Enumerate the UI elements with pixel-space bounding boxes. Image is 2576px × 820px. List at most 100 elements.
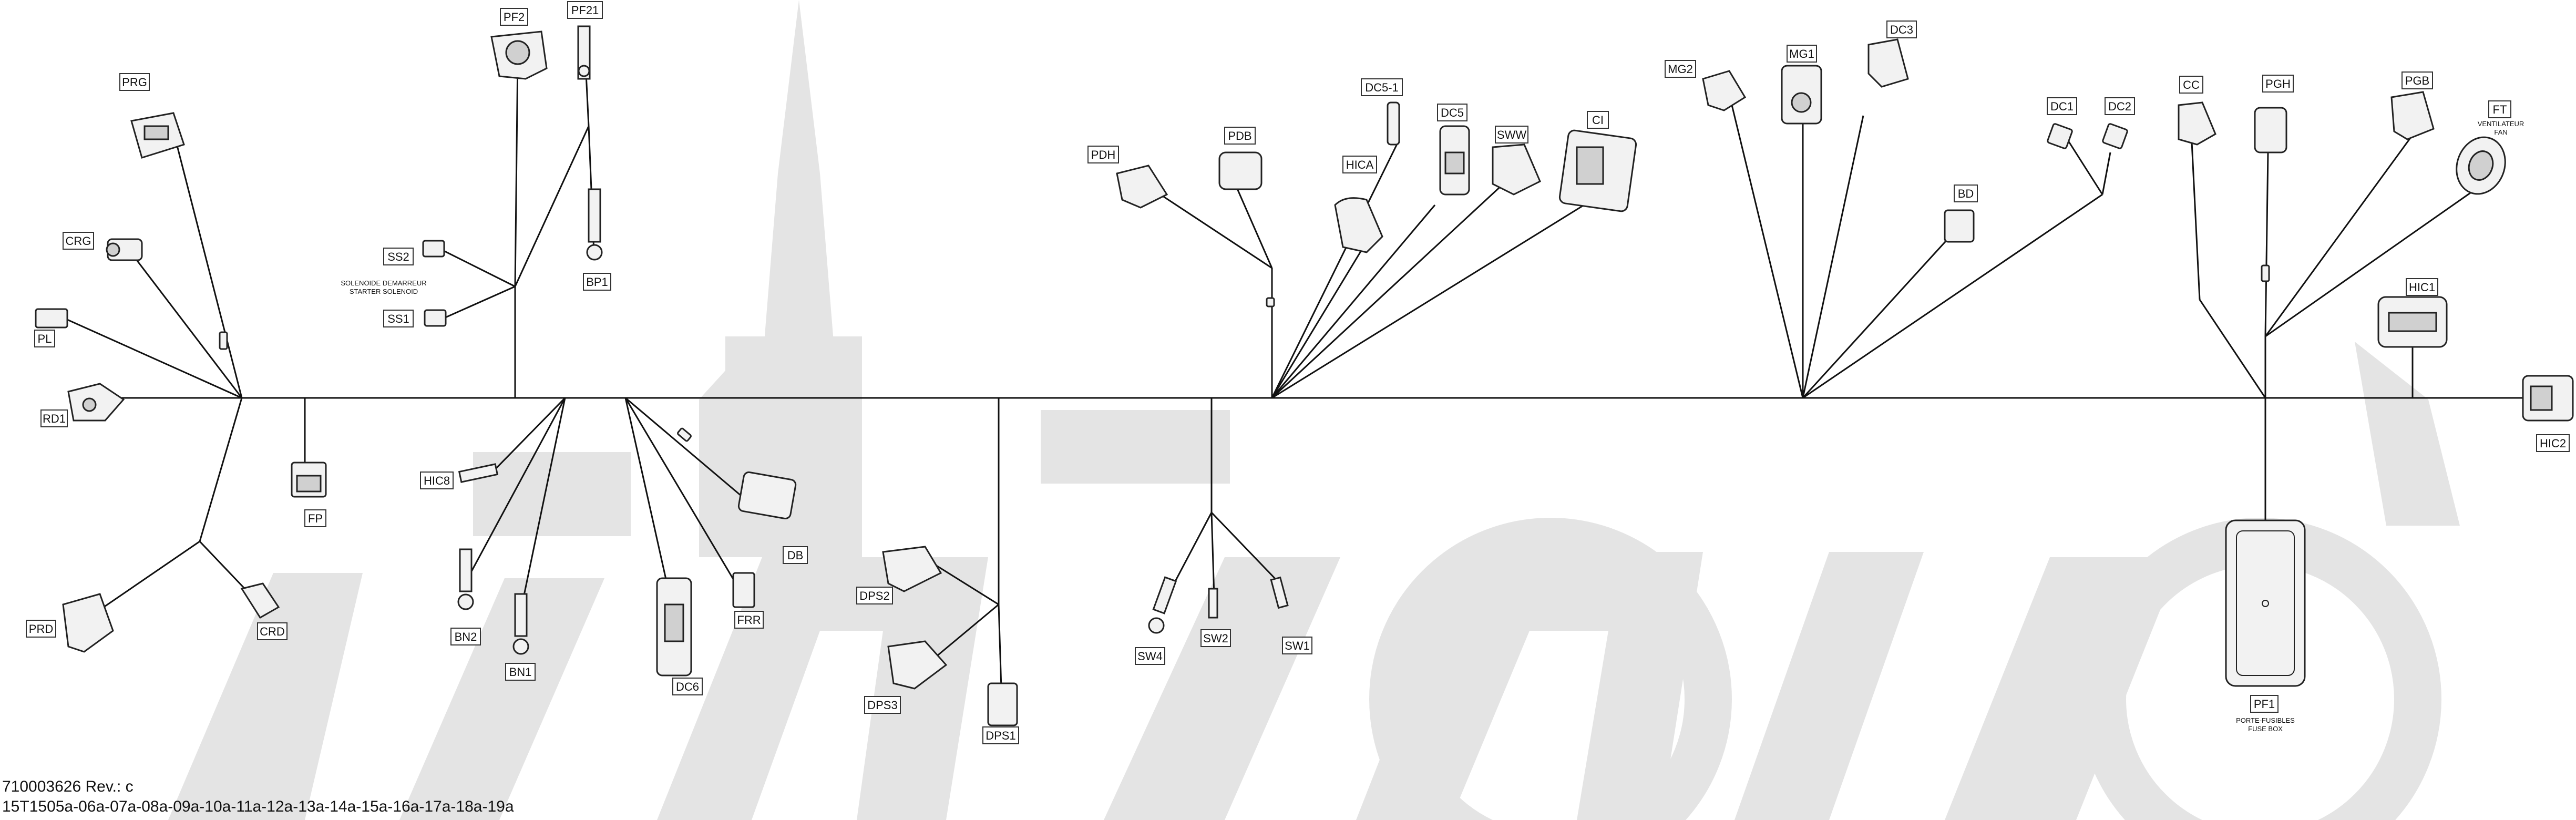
connector-ss2[interactable] — [422, 240, 445, 258]
connector-pl[interactable] — [35, 308, 68, 329]
connector-dps2[interactable] — [882, 546, 942, 592]
note-fuse-box-en: FUSE BOX — [2248, 725, 2283, 733]
splice-marker — [2261, 264, 2270, 282]
connector-ft[interactable] — [2449, 130, 2513, 201]
label-prd: PRD — [26, 620, 56, 638]
connector-bn1[interactable] — [512, 593, 529, 655]
connector-crg[interactable] — [106, 238, 143, 261]
connector-ss1[interactable] — [424, 309, 447, 327]
connector-pdh[interactable] — [1116, 165, 1168, 209]
connector-bd[interactable] — [1944, 209, 1975, 243]
connector-pgb[interactable] — [2390, 91, 2435, 140]
connector-pf21[interactable] — [577, 25, 591, 80]
svg-text:DC5: DC5 — [1441, 106, 1464, 119]
label-bd: BD — [1954, 184, 1978, 202]
connector-sw2[interactable] — [1208, 588, 1218, 619]
connector-hic8[interactable] — [458, 463, 499, 483]
watermark-logo — [168, 0, 2460, 820]
part-number: 710003626 Rev.: c — [2, 778, 134, 795]
connector-sw4[interactable] — [1148, 576, 1177, 634]
label-pdh: PDH — [1087, 146, 1119, 163]
connector-dc2[interactable] — [2102, 123, 2128, 149]
harness-wires — [57, 42, 2523, 689]
label-frr: FRR — [734, 611, 764, 629]
connector-dc3[interactable] — [1867, 38, 1909, 88]
connector-mg1[interactable] — [1781, 65, 1822, 125]
svg-text:PF2: PF2 — [504, 11, 525, 24]
connector-frr[interactable] — [732, 572, 755, 608]
svg-text:RD1: RD1 — [43, 412, 66, 425]
connector-pdb[interactable] — [1218, 151, 1263, 190]
connector-prd[interactable] — [62, 593, 114, 653]
connector-pf1-fuse-box[interactable] — [2225, 519, 2306, 687]
label-dc2: DC2 — [2105, 97, 2135, 115]
svg-text:PRD: PRD — [29, 622, 53, 636]
connector-mg2[interactable] — [1702, 70, 1747, 111]
connector-bp1[interactable] — [586, 188, 603, 261]
splice-marker — [219, 331, 228, 350]
label-pl: PL — [34, 330, 55, 347]
svg-text:DPS3: DPS3 — [867, 699, 897, 712]
note-fuse-box-fr: PORTE-FUSIBLES — [2236, 716, 2295, 724]
connector-pf2[interactable] — [490, 30, 548, 80]
svg-text:SW4: SW4 — [1137, 650, 1163, 663]
model-numbers: 15T1505a-06a-07a-08a-09a-10a-11a-12a-13a… — [2, 798, 514, 815]
label-dc1: DC1 — [2047, 97, 2077, 115]
note-starter-solenoid-en: STARTER SOLENOID — [350, 288, 418, 295]
connector-pgh[interactable] — [2254, 107, 2287, 153]
connector-fp[interactable] — [291, 462, 327, 498]
connector-dc6[interactable] — [656, 577, 692, 676]
label-dc5: DC5 — [1437, 104, 1467, 121]
connector-dc5-1[interactable] — [1387, 101, 1400, 146]
connector-db[interactable] — [737, 471, 797, 519]
svg-text:DPS2: DPS2 — [859, 589, 889, 602]
connector-dc5[interactable] — [1439, 125, 1470, 196]
connector-bn2[interactable] — [457, 548, 474, 610]
svg-text:FRR: FRR — [737, 613, 761, 627]
svg-text:DC1: DC1 — [2050, 100, 2074, 113]
label-fp: FP — [304, 509, 326, 527]
svg-text:DC2: DC2 — [2108, 100, 2131, 113]
label-pgb: PGB — [2401, 71, 2433, 89]
connector-dps3[interactable] — [887, 640, 948, 690]
connector-hic2[interactable] — [2522, 375, 2574, 422]
svg-text:DC5-1: DC5-1 — [1365, 81, 1399, 94]
label-crg: CRG — [63, 232, 94, 250]
label-ss1: SS1 — [383, 310, 414, 327]
svg-text:DC6: DC6 — [676, 680, 699, 693]
svg-text:FP: FP — [308, 512, 323, 525]
connectors — [35, 25, 2574, 726]
label-hic1: HIC1 — [2406, 278, 2438, 296]
connector-sw1[interactable] — [1270, 576, 1289, 609]
connector-hica[interactable] — [1334, 197, 1383, 253]
connector-prg[interactable] — [130, 112, 185, 159]
svg-text:CC: CC — [2183, 78, 2200, 91]
svg-text:CRG: CRG — [66, 234, 91, 248]
label-db: DB — [783, 546, 808, 564]
svg-text:CI: CI — [1592, 114, 1604, 127]
connector-sww[interactable] — [1492, 144, 1541, 196]
connector-cc[interactable] — [2178, 101, 2216, 146]
connector-crd[interactable] — [240, 582, 280, 619]
connector-hic1[interactable] — [2377, 296, 2448, 348]
svg-text:PF21: PF21 — [571, 4, 599, 17]
svg-text:PGH: PGH — [2265, 77, 2291, 90]
label-mg2: MG2 — [1665, 60, 1696, 78]
connector-rd1[interactable] — [67, 383, 125, 422]
svg-text:PL: PL — [38, 332, 52, 345]
connector-ci[interactable] — [1558, 129, 1637, 212]
label-rd1: RD1 — [40, 409, 68, 427]
label-cc: CC — [2179, 76, 2203, 94]
label-dc5-1: DC5-1 — [1361, 78, 1403, 96]
label-mg1: MG1 — [1787, 45, 1817, 63]
svg-text:PRG: PRG — [122, 76, 147, 89]
label-ci: CI — [1587, 111, 1609, 129]
label-ft: FT — [2488, 100, 2511, 118]
label-dps1: DPS1 — [982, 726, 1019, 744]
connector-dc1[interactable] — [2047, 123, 2073, 149]
label-pdb: PDB — [1224, 127, 1256, 145]
label-pf2: PF2 — [500, 8, 528, 26]
svg-text:DB: DB — [787, 549, 804, 562]
label-sw4: SW4 — [1135, 647, 1165, 665]
connector-dps1[interactable] — [987, 682, 1018, 726]
